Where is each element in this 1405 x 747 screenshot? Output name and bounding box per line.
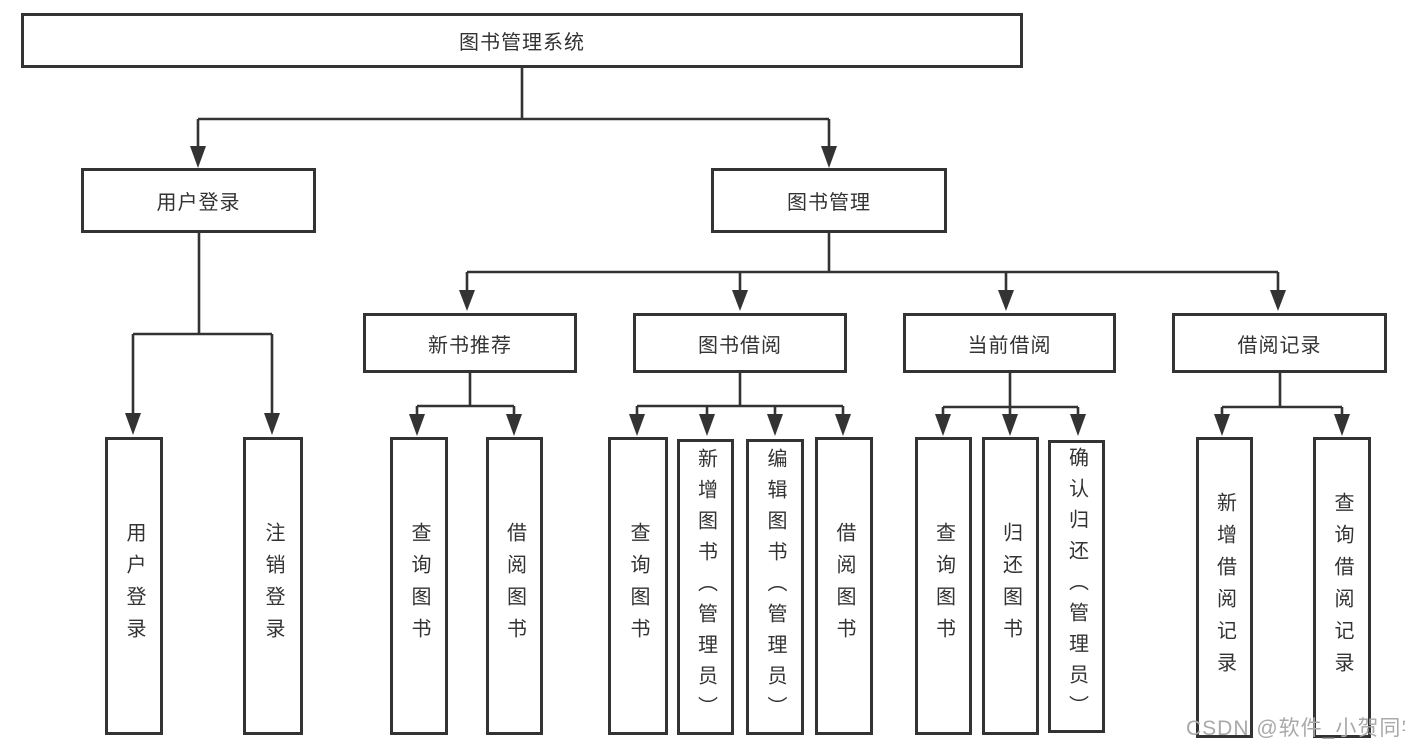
leaf-label: 用户登录 <box>123 522 145 650</box>
leaf-query-borrow-record: 查询借阅记录 <box>1313 437 1371 738</box>
leaf-label: 编辑图书（管理员） <box>764 447 786 727</box>
leaf-add-book-admin: 新增图书（管理员） <box>677 439 734 735</box>
leaf-label: 查询图书 <box>627 522 649 650</box>
node-book-borrowing: 图书借阅 <box>633 313 847 373</box>
leaf-query-books-borrow: 查询图书 <box>608 437 668 735</box>
leaf-edit-book-admin: 编辑图书（管理员） <box>746 439 804 735</box>
node-label: 新书推荐 <box>428 334 512 357</box>
leaf-label: 新增借阅记录 <box>1213 491 1236 684</box>
leaf-label: 借阅图书 <box>503 522 526 650</box>
leaf-label: 注销登录 <box>262 522 284 650</box>
leaf-label: 确认归还（管理员） <box>1065 447 1088 726</box>
node-book-management: 图书管理 <box>711 168 947 233</box>
leaf-label: 归还图书 <box>999 522 1022 650</box>
leaf-add-borrow-record: 新增借阅记录 <box>1196 437 1253 738</box>
leaf-confirm-return-admin: 确认归还（管理员） <box>1048 440 1105 733</box>
leaf-borrow-books-recommend: 借阅图书 <box>486 437 543 735</box>
leaf-query-books-recommend: 查询图书 <box>390 437 448 735</box>
node-label: 图书借阅 <box>698 334 782 357</box>
leaf-label: 新增图书（管理员） <box>694 447 717 727</box>
leaf-logout: 注销登录 <box>243 437 303 735</box>
leaf-label: 查询图书 <box>932 522 955 650</box>
node-label: 当前借阅 <box>967 334 1052 357</box>
csdn-watermark: CSDN @软件_小贺同学 <box>1186 717 1405 740</box>
leaf-return-book: 归还图书 <box>982 437 1039 735</box>
node-library-management-system: 图书管理系统 <box>21 13 1023 68</box>
node-borrowing-records: 借阅记录 <box>1172 313 1387 373</box>
node-label: 用户登录 <box>156 192 241 214</box>
node-label: 图书管理系统 <box>459 32 585 54</box>
node-current-borrowing: 当前借阅 <box>903 313 1116 373</box>
node-user-login: 用户登录 <box>81 168 316 233</box>
leaf-user-login: 用户登录 <box>105 437 163 735</box>
node-label: 图书管理 <box>787 192 871 214</box>
leaf-label: 查询图书 <box>408 522 430 650</box>
leaf-query-books-current: 查询图书 <box>915 437 972 735</box>
leaf-label: 查询借阅记录 <box>1331 491 1353 684</box>
leaf-label: 借阅图书 <box>833 522 855 650</box>
node-label: 借阅记录 <box>1237 334 1322 357</box>
leaf-borrow-books-borrow: 借阅图书 <box>815 437 873 735</box>
node-new-book-recommendation: 新书推荐 <box>363 313 577 373</box>
